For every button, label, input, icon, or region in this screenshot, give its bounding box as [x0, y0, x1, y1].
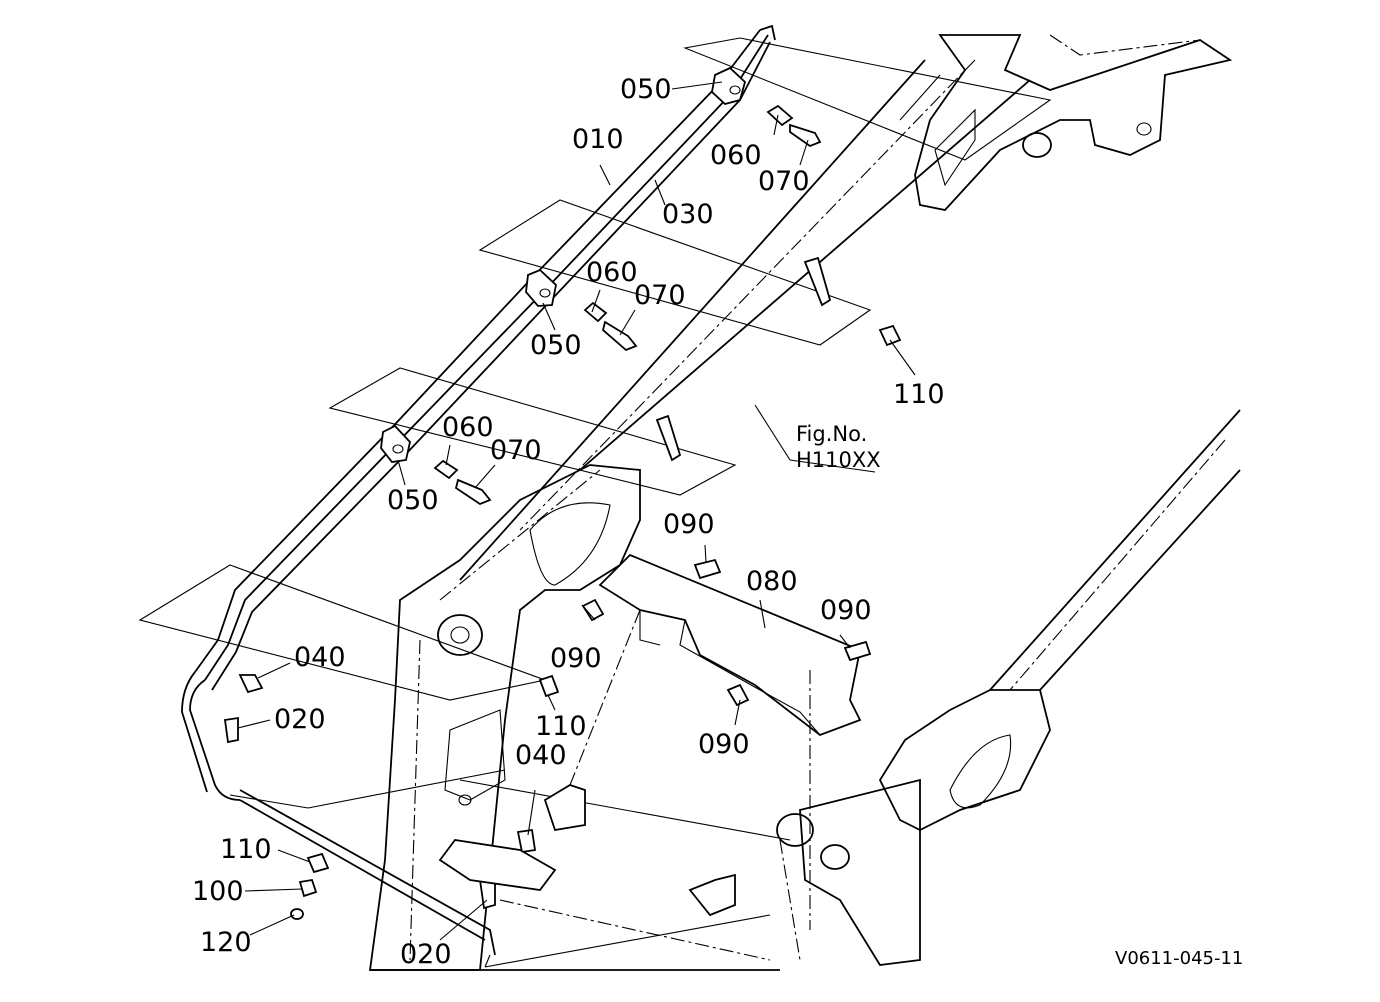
- bolt-070-low: [454, 478, 492, 506]
- clamp-050-top: [711, 66, 747, 105]
- bolt-040-mid: [516, 828, 537, 854]
- callout-060-top: 060: [710, 140, 762, 171]
- bolt-110-center: [538, 674, 560, 698]
- callout-070-top: 070: [758, 166, 810, 197]
- figure-caption: Fig.No.: [796, 422, 867, 446]
- nut-100: [298, 878, 318, 898]
- bolt-070-top: [789, 123, 822, 148]
- clamp-050-mid: [525, 268, 557, 307]
- callout-labels: 050 010 060 070 030 060 070 050 110 060 …: [192, 74, 1243, 970]
- callout-070-mid: 070: [634, 280, 686, 311]
- bolts-090: [581, 558, 872, 707]
- plate-lower-center: [438, 839, 557, 891]
- callout-080: 080: [746, 566, 798, 597]
- callout-060-low: 060: [442, 412, 494, 443]
- callout-040-left: 040: [294, 642, 346, 673]
- callout-090-top: 090: [663, 509, 715, 540]
- callout-020-upper: 020: [274, 704, 326, 735]
- callout-090-right: 090: [820, 595, 872, 626]
- callout-110-right: 110: [893, 379, 945, 410]
- callout-100: 100: [192, 876, 244, 907]
- bolt-110-left: [306, 852, 330, 874]
- callout-040-mid: 040: [515, 740, 567, 771]
- bolt-090-top: [693, 558, 722, 580]
- collar-060-low: [433, 459, 459, 480]
- callout-070-low: 070: [490, 435, 542, 466]
- collars-and-bolts: [433, 104, 822, 506]
- loader-boom-frame: [368, 34, 1241, 971]
- callout-090-left: 090: [550, 643, 602, 674]
- pipe-clamps: [380, 66, 747, 463]
- callout-110-center: 110: [535, 711, 587, 742]
- collar-060-top: [766, 104, 794, 127]
- bolt-090-right: [843, 640, 872, 662]
- callout-050-top: 050: [620, 74, 672, 105]
- leader-lines: [229, 81, 916, 968]
- bolt-090-left: [581, 598, 605, 622]
- callout-030: 030: [662, 199, 714, 230]
- mounting-hardware: [223, 256, 902, 920]
- bolt-020-upper: [223, 716, 239, 744]
- callout-050-mid: 050: [530, 330, 582, 361]
- bracket-upper-right: [803, 256, 832, 307]
- bracket-lower-right: [688, 873, 736, 917]
- callout-050-low: 050: [387, 485, 439, 516]
- bracket-center: [655, 414, 682, 462]
- collar-060-mid: [583, 301, 608, 323]
- callout-120: 120: [200, 927, 252, 958]
- bracket-lower-center: [543, 784, 586, 832]
- callout-020-lower: 020: [400, 939, 452, 970]
- callout-060-mid: 060: [586, 257, 638, 288]
- washer-120: [290, 908, 304, 920]
- callout-090-low: 090: [698, 729, 750, 760]
- callout-110-left: 110: [220, 834, 272, 865]
- pipe-guard-080: [559, 553, 862, 930]
- callout-010: 010: [572, 124, 624, 155]
- drawing-code: V0611-045-11: [1115, 948, 1243, 969]
- bolt-110-right: [878, 324, 902, 347]
- figure-number: H110XX: [796, 448, 881, 472]
- bolt-040-left: [238, 674, 264, 694]
- bolt-090-low: [726, 683, 750, 707]
- clamp-050-low: [380, 424, 411, 463]
- bolt-070-mid: [601, 320, 638, 352]
